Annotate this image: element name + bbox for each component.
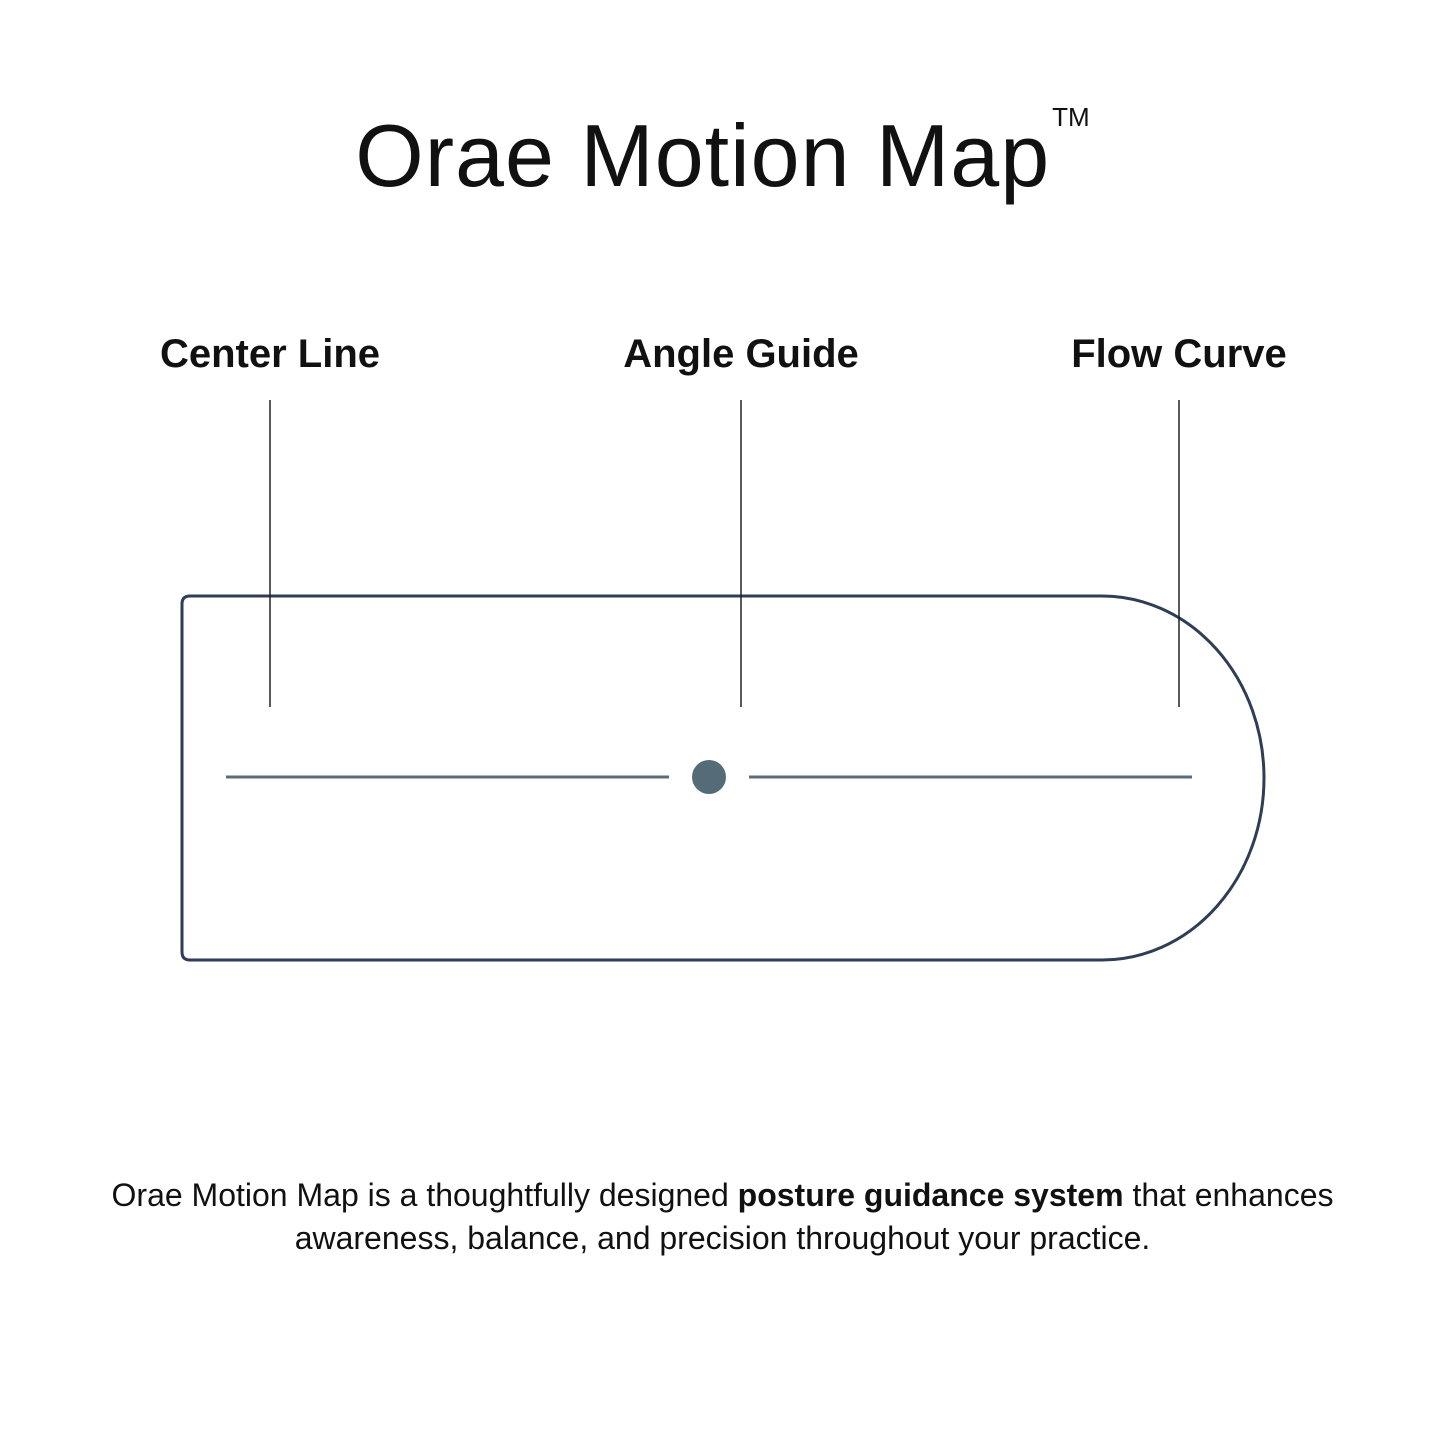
page-title: Orae Motion MapTM [0, 104, 1445, 200]
label-flow-curve: Flow Curve [1071, 332, 1287, 376]
center-dot [692, 760, 726, 794]
description: Orae Motion Map is a thoughtfully design… [110, 1174, 1335, 1260]
title-text: Orae Motion Map [355, 106, 1051, 205]
description-emphasis: posture guidance system [737, 1177, 1124, 1213]
label-center-line: Center Line [159, 332, 381, 376]
mat-outline [180, 594, 1266, 962]
trademark-symbol: TM [1052, 102, 1090, 132]
description-lead: Orae Motion Map is a thoughtfully design… [111, 1177, 738, 1213]
label-angle-guide: Angle Guide [623, 332, 859, 376]
description-tail: that enhances awareness, balance, and pr… [294, 1177, 1334, 1256]
